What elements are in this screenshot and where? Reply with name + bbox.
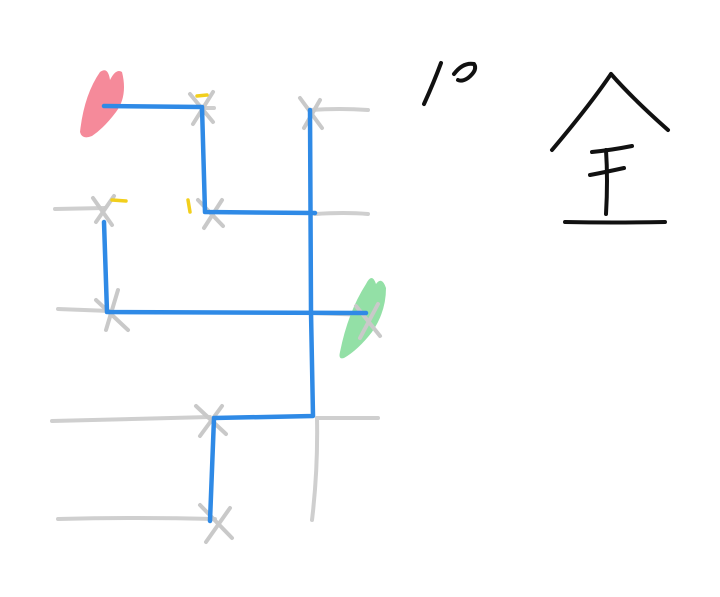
yellow-marker — [110, 198, 128, 203]
handwritten-character: 全 — [550, 72, 670, 225]
grid-node-cross — [198, 503, 234, 544]
grid-line — [310, 416, 320, 522]
route-segment — [101, 219, 369, 316]
grid-line — [313, 211, 370, 216]
grid-node-cross — [194, 404, 228, 438]
grid-line — [56, 307, 112, 313]
grid-node-crosses — [91, 90, 324, 544]
yellow-markers — [110, 93, 209, 214]
handwritten-digit-1 — [422, 61, 443, 106]
handwritten-digit-0 — [452, 61, 478, 83]
handwritten-annotation: 10 — [422, 61, 478, 106]
grid-line — [56, 516, 217, 521]
yellow-marker — [195, 93, 209, 98]
route-segment — [101, 103, 318, 216]
goal-marker — [339, 278, 386, 359]
route-path — [101, 103, 369, 524]
grid-line — [53, 206, 107, 211]
grid-line — [50, 415, 212, 423]
start-marker — [80, 70, 124, 138]
yellow-marker — [186, 198, 192, 214]
grid-line — [308, 107, 370, 112]
route-segment — [207, 107, 316, 524]
